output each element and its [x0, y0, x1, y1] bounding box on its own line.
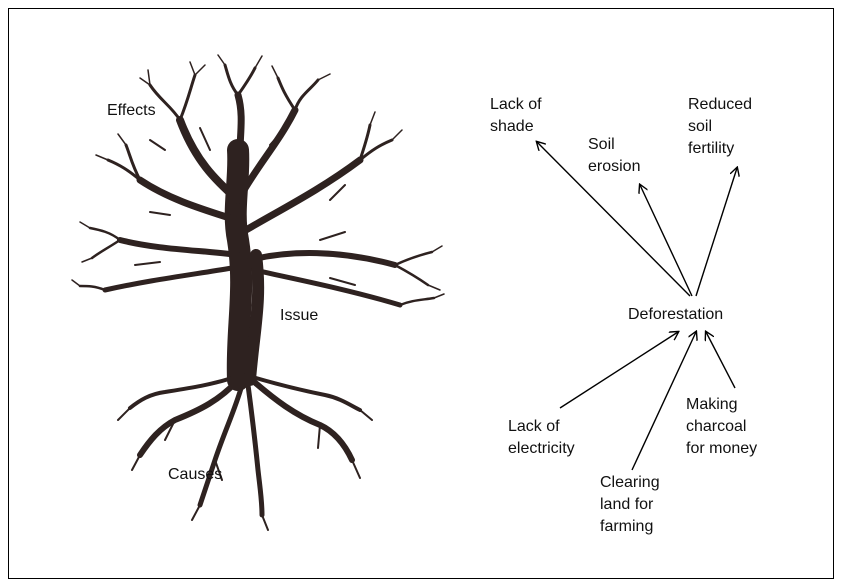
- cause-clearing-land: Clearing land for farming: [600, 472, 660, 538]
- center-deforestation: Deforestation: [628, 304, 723, 326]
- arrow-from-lack-of-electricity: [560, 332, 678, 408]
- cause-lack-of-electricity: Lack of electricity: [508, 416, 575, 460]
- effect-reduced-soil-fertility: Reduced soil fertility: [688, 94, 752, 160]
- arrow-to-soil-erosion: [640, 185, 692, 296]
- effect-soil-erosion: Soil erosion: [588, 134, 640, 178]
- arrow-to-reduced-fertility: [696, 168, 737, 296]
- cause-making-charcoal: Making charcoal for money: [686, 394, 757, 460]
- effect-lack-of-shade: Lack of shade: [490, 94, 542, 138]
- arrow-from-making-charcoal: [706, 332, 735, 388]
